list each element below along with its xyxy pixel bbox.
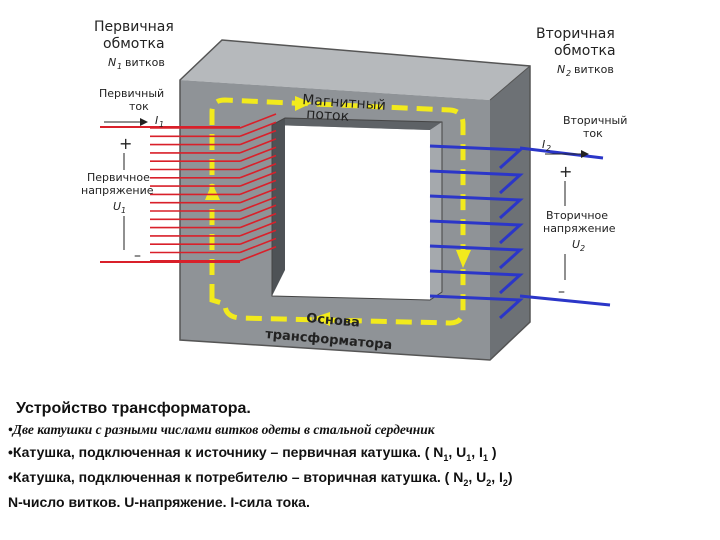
secondary-turn	[429, 269, 524, 295]
caption-block: Устройство трансформатора. •Две катушки …	[8, 398, 713, 515]
primary-turn	[150, 171, 277, 187]
secondary-turns-symbol: N	[557, 63, 565, 76]
primary-turn	[150, 121, 277, 138]
secondary-voltage-line2: напряжение	[543, 222, 616, 235]
primary-current-subscript: 1	[159, 120, 164, 129]
primary-turn	[150, 129, 277, 146]
primary-minus-sign: –	[134, 248, 141, 264]
primary-voltage-subscript: 1	[121, 206, 126, 215]
primary-title-line2: обмотка	[103, 36, 165, 52]
primary-voltage-line1: Первичное	[87, 171, 150, 184]
transformer-core	[179, 39, 531, 361]
secondary-turns-word: витков	[574, 63, 614, 76]
flux-arrow-right	[456, 250, 471, 268]
core-front-face	[180, 80, 490, 360]
secondary-lead-bottom	[519, 294, 611, 307]
primary-turn	[150, 204, 277, 221]
secondary-turn	[429, 294, 524, 320]
primary-turns-word: витков	[125, 56, 165, 69]
secondary-current-line2: ток	[583, 127, 603, 140]
flux-label-line2: поток	[306, 106, 350, 125]
flux-arrow-bottom	[312, 312, 330, 326]
primary-title-line1: Первичная	[94, 19, 174, 35]
primary-turns-subscript: 1	[117, 62, 122, 71]
secondary-minus-sign: –	[558, 284, 565, 300]
secondary-current-symbol: I	[542, 138, 545, 151]
secondary-turn	[429, 219, 524, 245]
caption-line-4: N-число витков. U-напряжение. I-сила ток…	[8, 494, 310, 510]
primary-turn	[150, 246, 277, 262]
bullet: •	[8, 422, 13, 437]
core-base-label-line1: Основа	[306, 311, 361, 331]
secondary-voltage-subscript: 2	[580, 244, 585, 253]
primary-current-line1: Первичный	[99, 87, 164, 100]
primary-turn	[150, 154, 277, 171]
secondary-turn	[429, 144, 524, 170]
flux-arrow-left	[205, 183, 220, 200]
secondary-turns-subscript: 2	[566, 69, 571, 78]
secondary-title-line2: обмотка	[554, 43, 616, 59]
secondary-current-subscript: 2	[546, 144, 551, 153]
magnetic-flux-path	[205, 96, 471, 326]
caption-line-3: •Катушка, подключенная к потребителю – в…	[8, 469, 513, 488]
caption-line-1: •Две катушки с разными числами витков од…	[8, 422, 435, 437]
primary-turn	[150, 237, 277, 254]
primary-turn	[150, 221, 277, 237]
primary-turn	[150, 163, 277, 179]
secondary-turn	[429, 244, 524, 270]
window-right-bevel	[430, 122, 442, 300]
secondary-turn	[429, 169, 524, 195]
secondary-turn	[429, 194, 524, 220]
secondary-plus-sign: +	[559, 162, 572, 181]
caption-line-2: •Катушка, подключенная к источнику – пер…	[8, 444, 497, 463]
secondary-winding	[429, 144, 524, 320]
primary-turns-symbol: N	[108, 56, 116, 69]
secondary-voltage-symbol: U	[572, 238, 580, 251]
caption-title: Устройство трансформатора.	[16, 400, 251, 417]
transformer-diagram: Магнитный поток Первичная обмотка N 1 ви…	[81, 19, 627, 361]
secondary-voltage-line1: Вторичное	[546, 209, 608, 222]
flux-label-line1: Магнитный	[302, 92, 387, 114]
primary-turn	[150, 179, 277, 196]
primary-turn	[150, 187, 277, 204]
primary-turn	[150, 196, 277, 212]
primary-current-symbol: I	[155, 114, 158, 127]
flux-arrow-top	[295, 96, 312, 111]
window-left-bevel	[272, 118, 285, 296]
core-window	[285, 128, 425, 292]
primary-turn	[150, 212, 277, 229]
primary-turn	[150, 229, 277, 245]
primary-turn	[150, 138, 277, 154]
primary-turn	[150, 146, 277, 162]
core-top-face	[180, 40, 530, 100]
secondary-current-line1: Вторичный	[563, 114, 627, 127]
core-right-face	[490, 66, 530, 360]
primary-voltage-line2: напряжение	[81, 184, 154, 197]
secondary-title-line1: Вторичная	[536, 26, 615, 42]
primary-current-line2: ток	[129, 100, 149, 113]
primary-plus-sign: +	[119, 134, 132, 153]
primary-voltage-symbol: U	[113, 200, 121, 213]
secondary-lead-top	[519, 146, 604, 160]
